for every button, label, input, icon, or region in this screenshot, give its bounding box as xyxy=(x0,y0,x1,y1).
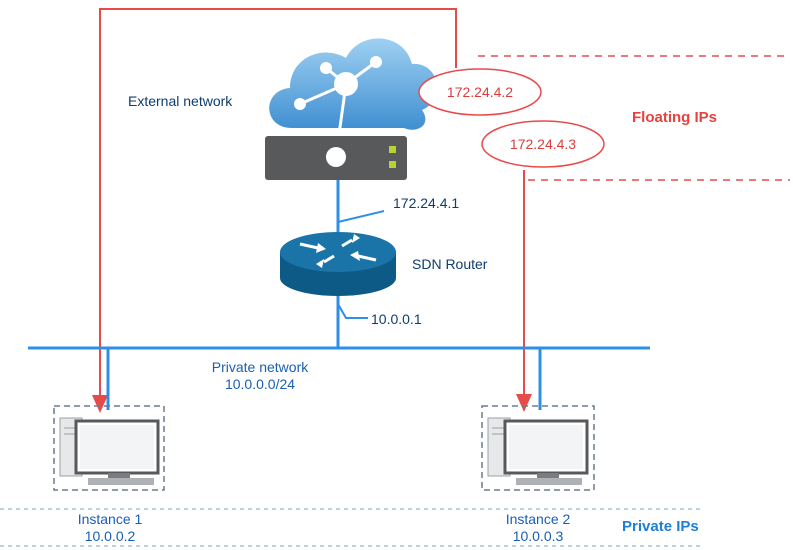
instance-2-computer-icon xyxy=(481,405,595,491)
external-network-cloud-icon xyxy=(269,38,437,157)
router-external-ip: 172.24.4.1 xyxy=(393,195,460,211)
floating-ip-bubble-1 xyxy=(418,68,542,116)
private-network-label: Private network xyxy=(211,359,309,375)
instance-2-ip: 10.0.0.3 xyxy=(512,528,564,544)
router-external-ip-leader xyxy=(337,210,385,223)
router-internal-ip: 10.0.0.1 xyxy=(371,311,422,327)
sdn-router-icon xyxy=(280,232,396,296)
floating-ips-heading: Floating IPs xyxy=(632,109,718,126)
router-internal-ip-leader xyxy=(337,303,368,319)
private-network-cidr: 10.0.0.0/24 xyxy=(224,376,296,392)
floating-ip-bubble-2 xyxy=(481,120,605,168)
floating-path-instance-1 xyxy=(92,8,457,413)
private-ips-heading: Private IPs xyxy=(622,518,699,535)
floating-ip-2: 172.24.4.3 xyxy=(509,136,577,152)
instance-1-ip: 10.0.0.2 xyxy=(84,528,136,544)
instance-2-name: Instance 2 xyxy=(505,511,571,527)
router-label: SDN Router xyxy=(412,256,488,272)
gateway-server-icon xyxy=(265,136,407,180)
instance-1-computer-icon xyxy=(53,405,165,491)
floating-ip-1: 172.24.4.2 xyxy=(446,84,514,100)
instance-1-name: Instance 1 xyxy=(77,511,143,527)
external-network-label: External network xyxy=(128,93,233,109)
